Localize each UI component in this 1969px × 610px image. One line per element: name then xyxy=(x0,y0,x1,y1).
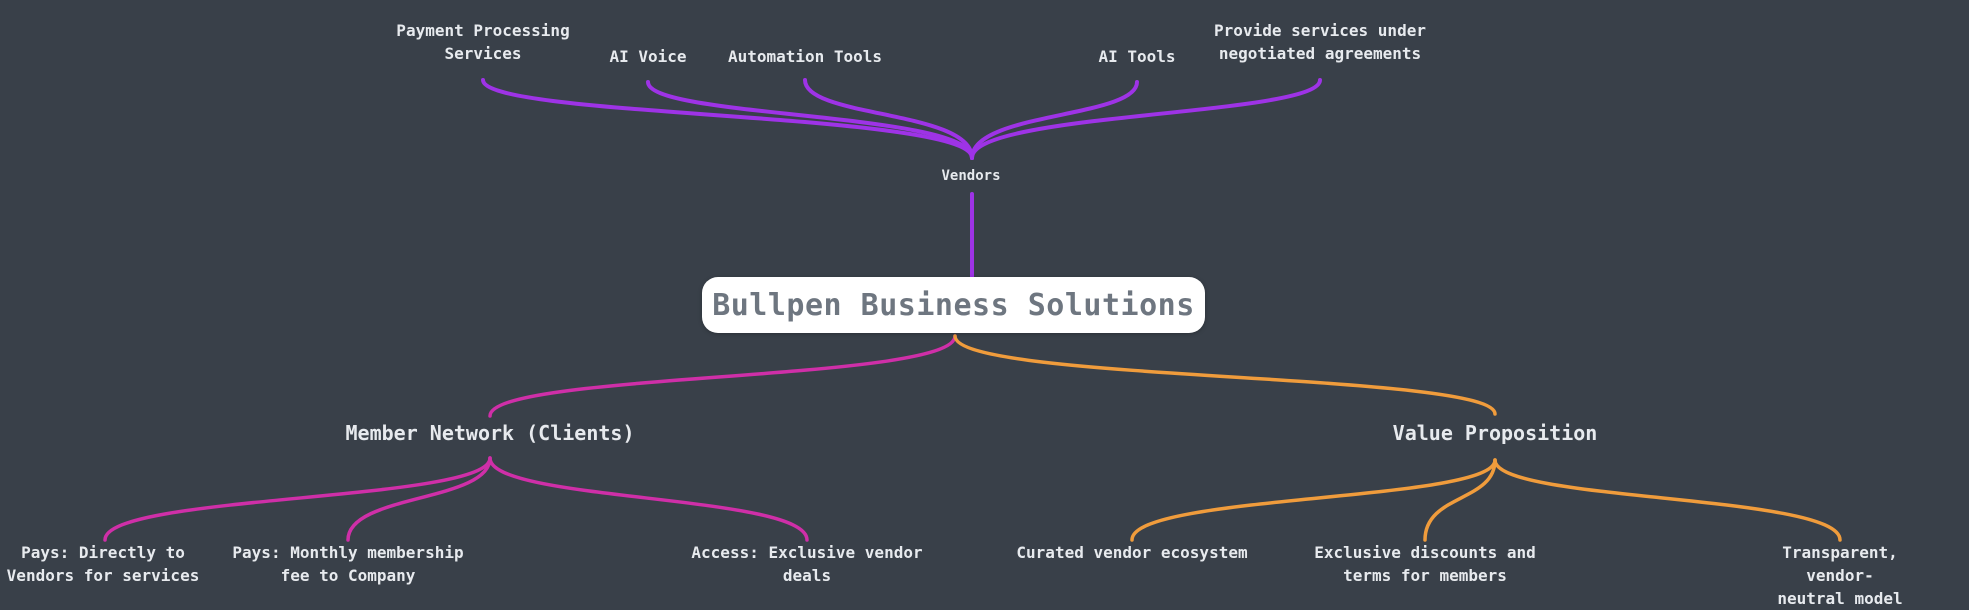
link-vendors-payment-processing xyxy=(481,78,974,160)
link-vendors-ai-voice xyxy=(646,80,974,160)
node-vendors[interactable]: Vendors xyxy=(941,168,1001,184)
link-vendors-automation-tools xyxy=(803,78,974,160)
node-pays-monthly-membership[interactable]: Pays: Monthly membership fee to Company xyxy=(232,543,464,585)
node-transparent-vendor-neutral[interactable]: Transparent, vendor-neutral model xyxy=(1777,543,1903,608)
link-root-value-proposition xyxy=(953,334,1497,416)
node-automation-tools[interactable]: Automation Tools xyxy=(727,47,883,66)
link-value-exclusive-discounts xyxy=(1423,458,1497,542)
link-value-transparent-model xyxy=(1493,458,1842,542)
node-ai-voice[interactable]: AI Voice xyxy=(609,47,687,66)
link-root-member-network xyxy=(488,334,957,418)
link-members-access-deals xyxy=(488,456,809,542)
link-vendors-provide-services xyxy=(970,78,1322,160)
node-value-proposition[interactable]: Value Proposition xyxy=(1392,421,1598,445)
link-members-pays-directly xyxy=(103,456,492,542)
node-access-exclusive-deals[interactable]: Access: Exclusive vendor deals xyxy=(691,543,923,585)
root-node-label: Bullpen Business Solutions xyxy=(712,287,1195,323)
link-value-curated-ecosystem xyxy=(1130,458,1497,542)
node-payment-processing-services[interactable]: Payment Processing Services xyxy=(396,21,570,63)
node-pays-directly-to-vendors[interactable]: Pays: Directly to Vendors for services xyxy=(6,543,200,585)
node-ai-tools[interactable]: AI Tools xyxy=(1098,47,1176,66)
node-provide-services-agreements[interactable]: Provide services under negotiated agreem… xyxy=(1214,21,1426,63)
node-exclusive-discounts-terms[interactable]: Exclusive discounts and terms for member… xyxy=(1314,543,1536,585)
link-vendors-ai-tools xyxy=(970,80,1139,160)
link-members-pays-monthly xyxy=(346,456,492,542)
root-node[interactable]: Bullpen Business Solutions xyxy=(702,277,1205,333)
node-member-network[interactable]: Member Network (Clients) xyxy=(345,421,635,445)
node-curated-vendor-ecosystem[interactable]: Curated vendor ecosystem xyxy=(1016,543,1248,562)
